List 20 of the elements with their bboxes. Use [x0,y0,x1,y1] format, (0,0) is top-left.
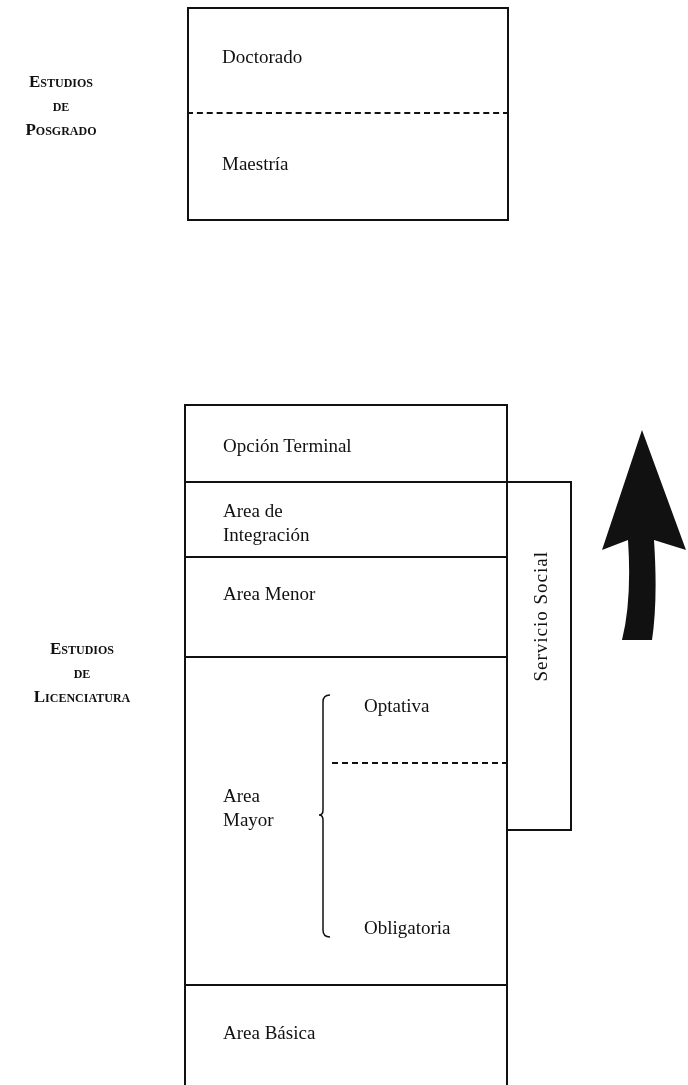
level-band [184,404,508,483]
section-label: Estudios de Posgrado [24,71,98,141]
level-label: Opción Terminal [223,434,352,458]
level-label: Area Básica [223,1021,316,1045]
section-label: Estudios de Licenciatura [32,638,132,708]
level-band [184,481,508,558]
level-band [187,112,509,221]
bracket-band [507,481,575,831]
level-band [184,984,508,1085]
level-label: Maestría [222,152,289,176]
level-label: Optativa [364,694,430,718]
level-band [184,656,508,986]
level-label: Area Menor [223,582,316,606]
level-label: Servicio Social [529,551,552,682]
level-label: Obligatoria [364,916,451,940]
level-label: Area Mayor [223,784,275,832]
level-label: Area de Integración [223,499,311,547]
level-label: Doctorado [222,45,303,69]
level-band [187,7,509,114]
level-band [184,556,508,658]
